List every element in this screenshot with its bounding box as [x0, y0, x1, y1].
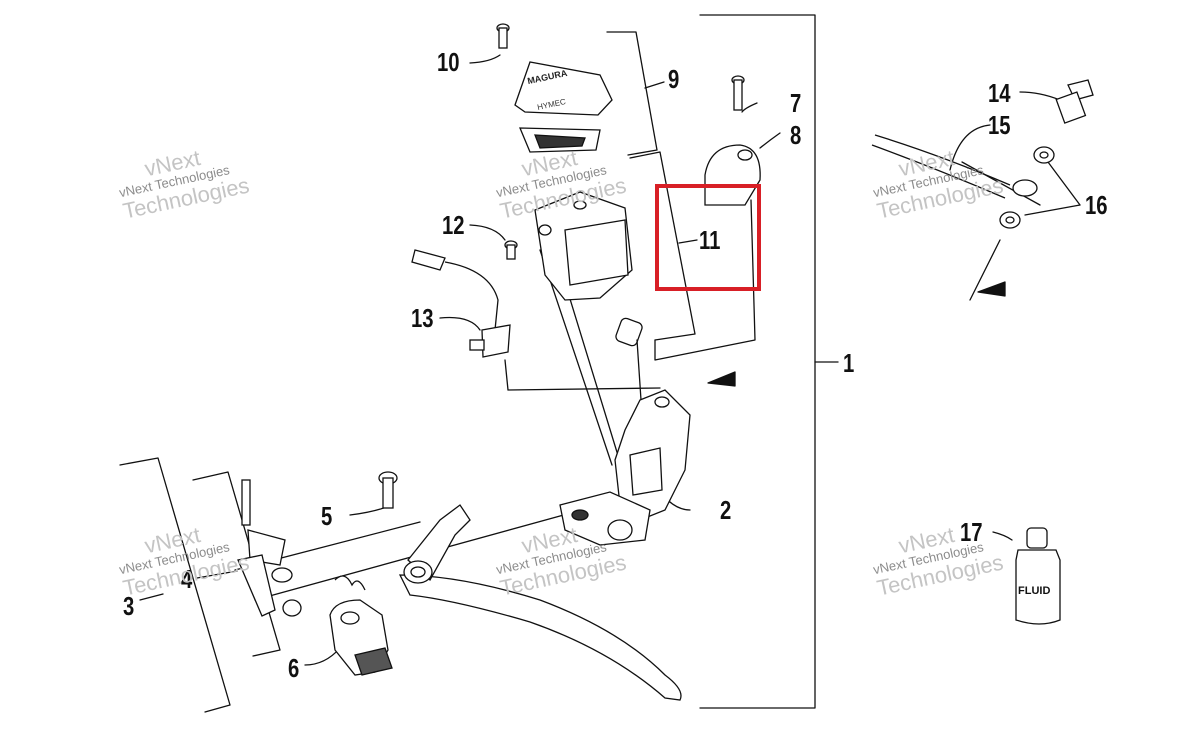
fluid-bottle-label: FLUID: [1018, 585, 1051, 597]
callout-11[interactable]: 11: [699, 225, 721, 255]
bracket-11: [629, 151, 696, 341]
callout-17[interactable]: 17: [960, 517, 983, 547]
callout-13[interactable]: 13: [411, 303, 434, 333]
callout-10[interactable]: 10: [437, 47, 460, 77]
callout-1[interactable]: 1: [843, 348, 855, 378]
callout-8[interactable]: 8: [790, 120, 802, 150]
callout-3[interactable]: 3: [123, 591, 135, 621]
part-12-screw: [504, 240, 518, 260]
master-cylinder-body: [534, 191, 633, 301]
part-15-hose: [871, 134, 1038, 199]
callout-15[interactable]: 15: [988, 110, 1011, 140]
bracket-1: [699, 14, 816, 709]
callout-9[interactable]: 9: [668, 64, 680, 94]
bracket-3: [119, 457, 231, 713]
part-16-washers: [999, 146, 1055, 229]
part-6-clamp: [329, 599, 393, 676]
callout-6[interactable]: 6: [288, 653, 300, 683]
callout-16[interactable]: 16: [1085, 190, 1108, 220]
callout-7[interactable]: 7: [790, 88, 802, 118]
part-13-switch: [411, 249, 511, 358]
part-9-reservoir-cap: [514, 61, 613, 153]
part-4-adjuster: [237, 479, 366, 617]
callout-4[interactable]: 4: [181, 564, 193, 594]
part-2-lever-housing: [559, 389, 691, 546]
bracket-4: [192, 471, 281, 657]
callout-12[interactable]: 12: [442, 210, 465, 240]
o-ring: [615, 317, 643, 347]
callout-2[interactable]: 2: [720, 495, 732, 525]
brake-lever: [398, 504, 682, 701]
part-17-fluid-bottle: [1015, 527, 1061, 625]
part-14-banjo-bolt: [1055, 79, 1094, 124]
bracket-9: [606, 31, 658, 156]
part-5-pivot-screw: [378, 471, 398, 509]
part-10-screw: [496, 23, 510, 49]
highlight-box-callout-11: [655, 184, 761, 291]
callout-5[interactable]: 5: [321, 501, 333, 531]
callout-14[interactable]: 14: [988, 78, 1011, 108]
part-7-screw: [731, 75, 745, 111]
part-8-clamp: [704, 144, 761, 206]
